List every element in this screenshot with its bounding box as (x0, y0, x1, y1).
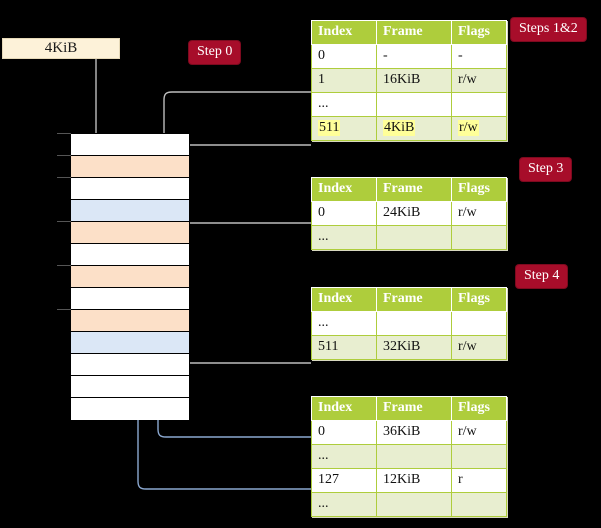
memory-frame-row (71, 200, 189, 222)
badge-steps-1-2: Steps 1&2 (511, 18, 586, 41)
cell-flags (451, 492, 507, 517)
highlighted-value: r/w (458, 120, 479, 136)
cell-index: ... (311, 311, 377, 336)
cell-flags: r (451, 468, 507, 493)
memory-frame-row (71, 222, 189, 244)
wire-frame-to-pdpt (177, 222, 311, 257)
memory-tick (57, 221, 71, 222)
cell-frame: 12KiB (376, 468, 452, 493)
column-header-flags: Flags (451, 177, 507, 202)
page-box-label: 4KiB (44, 40, 78, 56)
page-box-4kib: 4KiB (2, 38, 120, 59)
cell-index: 0 (311, 201, 377, 226)
memory-frame-row (71, 178, 189, 200)
cell-frame: 16KiB (376, 68, 452, 93)
cell-flags: r/w (451, 201, 507, 226)
cell-flags (451, 225, 507, 250)
table-row[interactable]: ... (311, 311, 507, 336)
cell-index: ... (311, 492, 377, 517)
cell-frame (376, 311, 452, 336)
cell-flags: r/w (451, 116, 507, 141)
cell-flags (451, 92, 507, 117)
cell-flags (451, 444, 507, 469)
memory-frame-row (71, 310, 189, 332)
table-row[interactable]: 0-- (311, 44, 507, 69)
cell-index: ... (311, 92, 377, 117)
table-row[interactable]: ... (311, 225, 507, 250)
table-row[interactable]: ... (311, 92, 507, 117)
memory-frame-row (71, 398, 189, 420)
cell-flags: r/w (451, 68, 507, 93)
cell-frame (376, 444, 452, 469)
cell-frame: 4KiB (376, 116, 452, 141)
memory-tick (57, 155, 71, 156)
table-row[interactable]: ... (311, 444, 507, 469)
column-header-index: Index (311, 177, 377, 202)
cell-frame: 24KiB (376, 201, 452, 226)
cell-flags (451, 311, 507, 336)
cell-index: 127 (311, 468, 377, 493)
memory-frame-row (71, 134, 189, 156)
column-header-flags: Flags (451, 287, 507, 312)
table-row[interactable]: 511 4KiB r/w (311, 116, 507, 141)
column-header-flags: Flags (451, 20, 507, 45)
cell-index: 0 (311, 44, 377, 69)
cell-index: ... (311, 444, 377, 469)
memory-frame-row (71, 354, 189, 376)
cell-frame (376, 92, 452, 117)
column-header-flags: Flags (451, 396, 507, 421)
memory-tick (57, 309, 71, 310)
cell-frame (376, 225, 452, 250)
cell-index: 0 (311, 420, 377, 445)
column-header-index: Index (311, 20, 377, 45)
cell-frame: 36KiB (376, 420, 452, 445)
cell-flags: r/w (451, 420, 507, 445)
cell-index: 511 (311, 335, 377, 360)
column-header-frame: Frame (376, 20, 452, 45)
memory-tick (57, 133, 71, 134)
highlighted-value: 4KiB (383, 120, 416, 136)
memory-frame-row (71, 288, 189, 310)
memory-frame-row (71, 156, 189, 178)
table-row[interactable]: ... (311, 492, 507, 517)
memory-tick (57, 177, 71, 178)
cell-flags: - (451, 44, 507, 69)
cell-index: 511 (311, 116, 377, 141)
cell-index: ... (311, 225, 377, 250)
memory-frame-row (71, 376, 189, 398)
memory-frame-row (71, 266, 189, 288)
memory-tick (57, 265, 71, 266)
cell-frame (376, 492, 452, 517)
column-header-frame: Frame (376, 177, 452, 202)
cell-index: 1 (311, 68, 377, 93)
column-header-index: Index (311, 287, 377, 312)
physical-memory-column (70, 133, 190, 420)
cell-flags: r/w (451, 335, 507, 360)
column-header-frame: Frame (376, 287, 452, 312)
highlighted-value: 511 (318, 120, 341, 136)
cell-frame: - (376, 44, 452, 69)
column-header-index: Index (311, 396, 377, 421)
badge-step-0: Step 0 (189, 41, 241, 64)
memory-frame-row (71, 332, 189, 354)
memory-frame-row (71, 244, 189, 266)
badge-step-3: Step 3 (520, 158, 572, 181)
column-header-frame: Frame (376, 396, 452, 421)
cell-frame: 32KiB (376, 335, 452, 360)
badge-step-4: Step 4 (516, 265, 568, 288)
